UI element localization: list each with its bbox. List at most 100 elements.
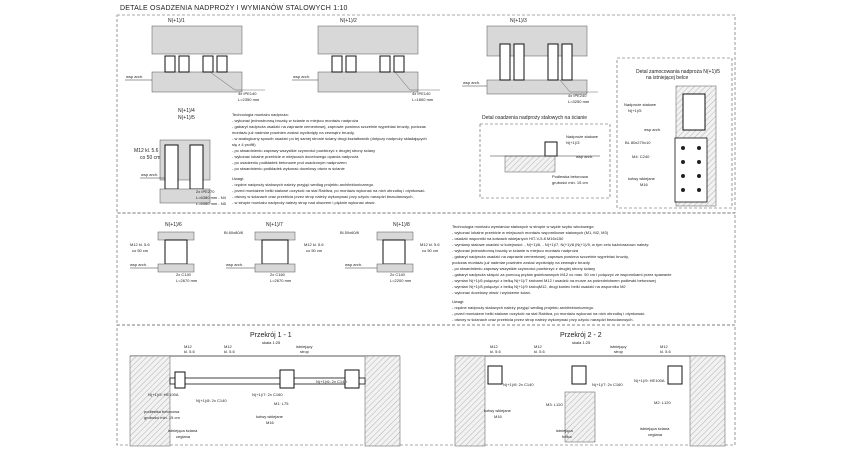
bolt-class: kl. 5.6 bbox=[490, 349, 501, 354]
section-title: Przekrój 1 - 1 bbox=[250, 332, 292, 339]
lintel-profile: 4x IPE140 bbox=[412, 91, 431, 96]
tech-title: Technologia montażu nadproża: bbox=[232, 112, 289, 117]
bolt-class: kl. 5.6 bbox=[184, 349, 195, 354]
plate-label: BL 80x270x10 bbox=[625, 140, 651, 145]
lintel-fixing-detail: Detal zamocowania nadproża N(+1)/5 na is… bbox=[616, 57, 733, 209]
uwagi-line: - otwory w ścianach oraz przebicia przez… bbox=[452, 317, 634, 322]
section-2-2: Przekrój 2 - 2 skala 1:25 M12 kl. 5.6 M1… bbox=[454, 332, 726, 447]
tech-line: - wykonać lokalne przebicie w miejscach … bbox=[232, 154, 359, 159]
detail-subtitle: na istniejącej belce bbox=[646, 75, 688, 81]
tech-line: - po stwardnieniu podkładek wykonać doce… bbox=[232, 166, 346, 171]
trimmer-notes: Technologia montażu wymianów stalowych w… bbox=[452, 224, 672, 322]
tech-line: - gabaryt nadproża osadzić na zaprawie c… bbox=[452, 254, 629, 259]
beam-n9: N(+1)/9: HE100A bbox=[148, 392, 179, 397]
uwagi-line: - przed montażem belki stalowe oczyścić … bbox=[452, 311, 645, 316]
plate-label: Bl 50x60/8 bbox=[340, 230, 360, 235]
beam-n7: N(+1)/7: 2x C160 bbox=[592, 382, 623, 387]
section-n8: N(+1)/8 Bl 50x60/8 M12 kl. 5.6 co 50 cm … bbox=[340, 222, 440, 283]
lintel-length: L=2350 mm bbox=[238, 97, 260, 102]
beam-n8: N(+1)/8: 2x C140 bbox=[196, 398, 227, 403]
bracket-m2: M2: L120 bbox=[654, 400, 671, 405]
beam-profile: 2x C140 bbox=[176, 272, 192, 277]
lintel-profile: 4x IPE140 bbox=[238, 91, 257, 96]
plate-label: Bl 60x80/8 bbox=[224, 230, 244, 235]
bolt-label: M12 bbox=[224, 344, 233, 349]
bracket-m1: M1: L75 bbox=[274, 401, 289, 406]
beam-length: L=2670 mm bbox=[176, 278, 198, 283]
beam-n7: N(+1)/7: 2x C160 bbox=[252, 392, 283, 397]
bracket-m3: M3: L120 bbox=[546, 402, 563, 407]
wsp-arch-label: wsp arch. bbox=[141, 172, 158, 177]
bolt-label: M12 bbox=[534, 344, 543, 349]
section-scale: skala 1:25 bbox=[262, 340, 281, 345]
tech-line: - po stwardnieniu zaprawy wszystkie czyn… bbox=[452, 266, 595, 271]
lintel-id: N(+1)/3 bbox=[566, 140, 580, 145]
lintel-length: L=3250 mm bbox=[568, 99, 590, 104]
frame-top bbox=[116, 14, 736, 214]
section-scale: skala 1:25 bbox=[572, 340, 591, 345]
detail-label: N(+1)/1 bbox=[168, 18, 185, 24]
anchors-label: kotwy wklejane bbox=[484, 408, 512, 413]
lintel-notes: Technologia montażu nadproża: - wykonać … bbox=[232, 112, 427, 205]
anchor-label: M12 kl. 5.6 bbox=[134, 148, 159, 154]
padding-thickness: grubości min. 15 cm bbox=[144, 415, 180, 420]
anchor-spacing: co 50 cm bbox=[140, 155, 160, 161]
tech-line: - wykonać lokalne przebicie w miejscach … bbox=[452, 230, 609, 235]
slab-label-2: strop bbox=[300, 349, 310, 354]
wsp-arch-label: wsp arch. bbox=[463, 80, 480, 85]
tech-line: - wykonać jednostronną bruzdę w ścianie … bbox=[232, 118, 359, 123]
wall-label: istniejąca ściana bbox=[640, 426, 670, 431]
section-title: Przekrój 2 - 2 bbox=[560, 332, 602, 339]
tech-line: - wykonać jednostronną bruzdę w ścianie … bbox=[452, 248, 579, 253]
anchors-size: M16 bbox=[266, 420, 275, 425]
detail-label: N(+1)/8 bbox=[393, 222, 410, 228]
tech-line: - wymiany stalowe osadzić w kolejności: … bbox=[452, 242, 649, 247]
detail-caption: Detal osadzenia nadproży stalowych na śc… bbox=[482, 115, 587, 121]
tech-line: - wymian N(+1)/6 połączyć z belką N(+1)/… bbox=[452, 278, 656, 283]
lintel-length: L=1800 mm bbox=[412, 97, 434, 102]
beam-length: L=2200 mm bbox=[390, 278, 412, 283]
anchor-spacing: co 50 cm bbox=[422, 248, 439, 253]
wsp-arch-label: wsp arch. bbox=[126, 74, 143, 79]
tech-line: - gabaryt nadproża osadzić na zaprawie c… bbox=[232, 124, 426, 129]
bolt-label: M12 bbox=[184, 344, 193, 349]
lintel-seating-detail: Detal osadzenia nadproży stalowych na śc… bbox=[479, 115, 611, 199]
tech-line: - osadzić wsporniki na kotwach wklejanyc… bbox=[452, 236, 564, 241]
beam-n6: N(+1)/6: 2x C140 bbox=[503, 382, 534, 387]
beam-length-n4: L=6380 mm - N4 bbox=[196, 195, 227, 200]
n5-label: N(+1)/5 bbox=[178, 115, 195, 121]
lintel-profile: 4x IPE240 bbox=[568, 93, 587, 98]
uwagi-line: - przed montażem belki stalowe oczyścić … bbox=[232, 188, 425, 193]
tech-line: się z 4 profili) bbox=[232, 142, 256, 147]
lintel-n4-n5-section: N(+1)/4 N(+1)/5 M12 kl. 5.6 co 50 cm wsp… bbox=[134, 108, 227, 206]
beam-n9: N(+1)/9: HE100A bbox=[634, 378, 665, 383]
uwagi-title: Uwagi: bbox=[232, 176, 244, 181]
tech-line: montażu już nadmiar powinien zostać wyci… bbox=[232, 130, 355, 135]
frame-bottom bbox=[116, 324, 736, 446]
beam-length-n5: L=6080 mm - N5 bbox=[196, 201, 227, 206]
detail-title: Detal zamocowania nadproża N(+1)/5 bbox=[636, 69, 720, 75]
top-lintel-2: N(+1)/2 wsp arch. 4x IPE140 L=1800 mm bbox=[292, 18, 440, 102]
bolt-label: M12 bbox=[660, 344, 669, 349]
beam-label-2: belka bbox=[562, 434, 572, 439]
wsp-arch-label: wsp arch. bbox=[644, 127, 661, 132]
bolt-class: kl. 5.6 bbox=[660, 349, 671, 354]
padding-thickness: grubości min. 15 cm bbox=[552, 180, 588, 185]
uwagi-line: - w stropie montażu nadproży należy stro… bbox=[232, 200, 376, 205]
beam-label: istniejąca bbox=[556, 428, 573, 433]
sheet-title: DETALE OSADZENIA NADPROŻY I WYMIANÓW STA… bbox=[120, 3, 348, 12]
uwagi-line: - rzędne nadproży stalowych należy przyj… bbox=[452, 305, 594, 310]
wall-label: istniejąca ściana bbox=[168, 428, 198, 433]
wall-label-2: ceglana bbox=[176, 434, 191, 439]
section-n7: N(+1)/7 Bl 60x80/8 M12 kl. 5.6 co 50 cm … bbox=[224, 222, 324, 283]
anchor-label: M12 kl. 5.6 bbox=[304, 242, 324, 247]
wsp-arch-label: wsp arch. bbox=[576, 154, 593, 159]
wsp-arch-label: wsp arch. bbox=[130, 262, 147, 267]
tech-line: - wymian N(+1)/8 połączyć z belką N(+1)/… bbox=[452, 284, 626, 289]
padding-label: Podlewka betonowa bbox=[552, 174, 589, 179]
anchor-label: M12 kl. 5.6 bbox=[130, 242, 150, 247]
detail-label: N(+1)/2 bbox=[340, 18, 357, 24]
tech-line: - w analogiczny sposób osadzić po tej sa… bbox=[232, 136, 427, 141]
bolt-class: kl. 5.6 bbox=[534, 349, 545, 354]
tech-title: Technologia montażu wymianów stalowych w… bbox=[452, 224, 595, 229]
